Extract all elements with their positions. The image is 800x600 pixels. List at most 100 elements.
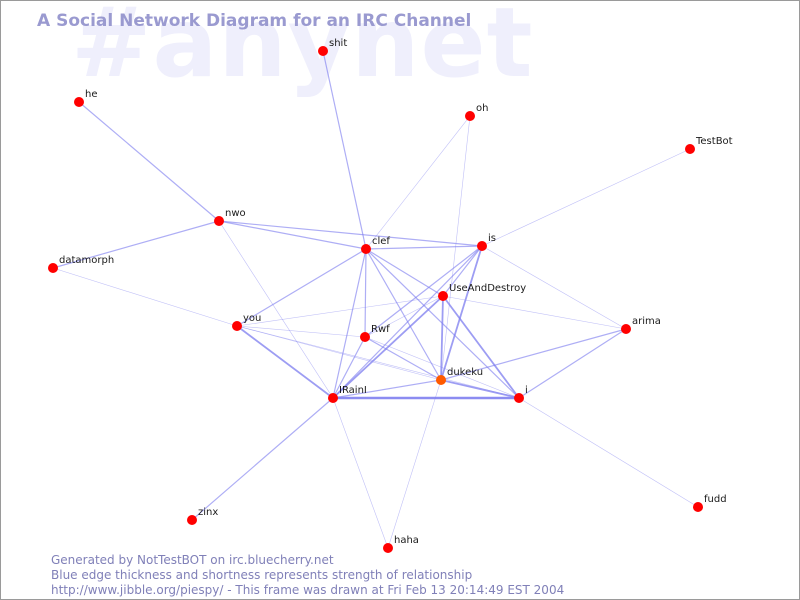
edge-Rwf-dukeku <box>364 336 442 381</box>
node-label-shit: shit <box>329 38 347 49</box>
node-dot-IRainI <box>328 393 338 403</box>
node-dot-datamorph <box>48 263 58 273</box>
node-dot-clef <box>361 244 371 254</box>
edge-is-UseAndDestroy <box>442 245 483 297</box>
edge-is-IRainI <box>332 245 483 399</box>
node-is: is <box>477 233 496 251</box>
node-dot-he <box>74 97 84 107</box>
node-label-TestBot: TestBot <box>695 136 733 147</box>
node-label-Rwf: Rwf <box>371 324 390 335</box>
edges-layer <box>52 50 699 549</box>
node-nwo: nwo <box>214 208 246 226</box>
node-label-arima: arima <box>632 316 661 327</box>
node-label-dukeku: dukeku <box>447 367 483 378</box>
edge-you-IRainI <box>236 325 334 399</box>
node-dot-fudd <box>693 502 703 512</box>
node-dot-arima <box>621 324 631 334</box>
node-shit: shit <box>318 38 347 56</box>
node-dot-is <box>477 241 487 251</box>
node-dot-haha <box>383 543 393 553</box>
edge-UseAndDestroy-Rwf <box>364 295 444 338</box>
edge-nwo-IRainI <box>218 220 334 399</box>
node-dot-you <box>232 321 242 331</box>
node-label-nwo: nwo <box>225 208 246 219</box>
edge-he-nwo <box>78 101 220 222</box>
footer-generated-by: Generated by NotTestBOT on irc.bluecherr… <box>51 553 334 567</box>
node-arima: arima <box>621 316 661 334</box>
edge-is-arima <box>481 245 627 330</box>
edge-oh-clef <box>365 115 471 250</box>
node-dot-oh <box>465 111 475 121</box>
edge-dukeku-haha <box>387 379 442 549</box>
node-label-oh: oh <box>476 103 488 114</box>
edge-is-Rwf <box>364 245 483 338</box>
edge-UseAndDestroy-dukeku <box>440 295 444 381</box>
node-UseAndDestroy: UseAndDestroy <box>438 283 526 301</box>
node-dot-UseAndDestroy <box>438 291 448 301</box>
node-i: i <box>514 385 528 403</box>
edge-Rwf-IRainI <box>332 336 366 399</box>
node-dot-i <box>514 393 524 403</box>
edge-clef-is <box>365 245 483 250</box>
node-you: you <box>232 313 261 331</box>
node-dot-Rwf <box>360 332 370 342</box>
diagram-title: A Social Network Diagram for an IRC Chan… <box>37 11 472 31</box>
edge-clef-dukeku <box>365 248 442 381</box>
edge-nwo-datamorph <box>52 220 220 269</box>
node-dot-shit <box>318 46 328 56</box>
footer: Generated by NotTestBOT on irc.bluecherr… <box>51 553 564 598</box>
edge-you-dukeku <box>236 325 442 381</box>
edge-UseAndDestroy-i <box>442 295 520 399</box>
node-zinx: zinx <box>187 507 218 525</box>
node-label-clef: clef <box>372 236 390 247</box>
edge-clef-UseAndDestroy <box>365 248 444 297</box>
node-he: he <box>74 89 98 107</box>
edge-i-fudd <box>518 397 699 508</box>
edge-i-arima <box>518 328 627 399</box>
node-datamorph: datamorph <box>48 255 114 273</box>
node-label-fudd: fudd <box>704 494 727 505</box>
node-dot-nwo <box>214 216 224 226</box>
node-IRainI: IRainI <box>328 385 367 403</box>
node-label-IRainI: IRainI <box>339 385 367 396</box>
footer-legend: Blue edge thickness and shortness repres… <box>51 568 473 582</box>
edge-TestBot-is <box>481 148 691 247</box>
edge-dukeku-arima <box>440 328 627 381</box>
edge-Rwf-i <box>364 336 520 399</box>
edge-dukeku-IRainI <box>332 379 442 399</box>
node-fudd: fudd <box>693 494 727 512</box>
node-oh: oh <box>465 103 488 121</box>
node-label-you: you <box>243 313 261 324</box>
edge-you-Rwf <box>236 325 366 338</box>
edge-UseAndDestroy-you <box>236 295 444 327</box>
edge-clef-IRainI <box>332 248 367 399</box>
node-dot-TestBot <box>685 144 695 154</box>
node-label-is: is <box>488 233 496 244</box>
edge-nwo-clef <box>218 220 367 250</box>
edge-nwo-is <box>218 220 483 247</box>
edge-you-i <box>236 325 520 399</box>
node-label-he: he <box>85 89 98 100</box>
node-dukeku: dukeku <box>436 367 483 385</box>
node-dot-zinx <box>187 515 197 525</box>
footer-timestamp: http://www.jibble.org/piespy/ - This fra… <box>51 583 565 597</box>
edge-oh-dukeku <box>440 115 471 381</box>
node-clef: clef <box>361 236 390 254</box>
edge-UseAndDestroy-IRainI <box>332 295 444 399</box>
edge-IRainI-zinx <box>191 397 334 521</box>
edge-shit-clef <box>322 50 367 250</box>
node-label-haha: haha <box>394 535 419 546</box>
edge-clef-Rwf <box>364 248 367 338</box>
node-label-zinx: zinx <box>198 507 218 518</box>
edge-datamorph-you <box>52 267 238 327</box>
edge-dukeku-i <box>440 379 520 399</box>
node-Rwf: Rwf <box>360 324 390 342</box>
edge-IRainI-haha <box>332 397 389 549</box>
node-dot-dukeku <box>436 375 446 385</box>
edge-clef-you <box>236 248 367 327</box>
node-TestBot: TestBot <box>685 136 733 154</box>
node-label-datamorph: datamorph <box>59 255 114 266</box>
